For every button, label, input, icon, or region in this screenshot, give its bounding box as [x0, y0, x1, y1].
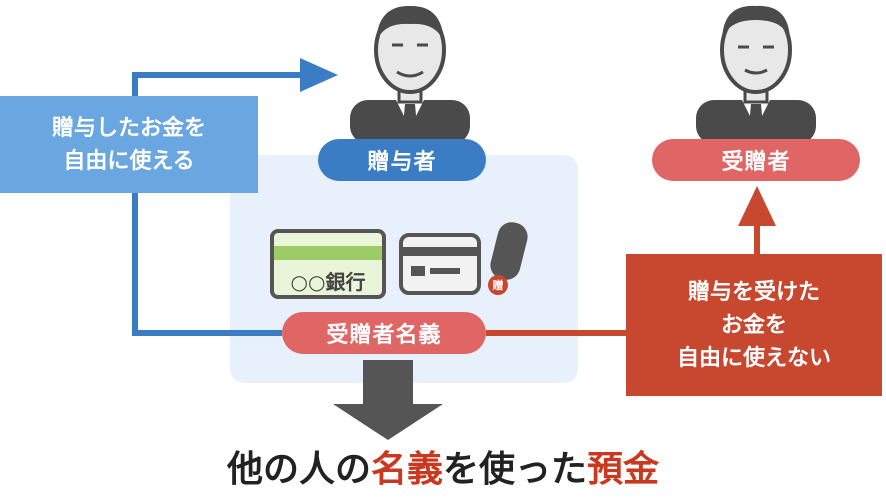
- donor-box-line1: 贈与したお金を: [51, 115, 206, 141]
- recipient-explanation-box: 贈与を受けた お金を 自由に使えない: [626, 254, 882, 396]
- blue-arrow-head: [300, 58, 338, 92]
- donor-box-line2: 自由に使える: [63, 148, 195, 174]
- seal-icon: [488, 222, 528, 295]
- account-name-label: 受贈者名義: [282, 312, 486, 354]
- down-arrow-head: [333, 404, 443, 440]
- down-arrow-shaft: [363, 360, 413, 404]
- recipient-box-line1: 贈与を受けた: [687, 279, 820, 305]
- title-part2: を使った: [443, 449, 588, 490]
- seal-text: 贈: [493, 278, 504, 292]
- recipient-box-line3: 自由に使えない: [676, 345, 831, 371]
- recipient-label: 受贈者: [652, 139, 860, 181]
- donor-label: 贈与者: [318, 139, 486, 181]
- recipient-box-line2: お金を: [720, 312, 787, 338]
- bankbook-icon: [270, 229, 386, 299]
- title-highlight2: 預金: [587, 449, 660, 490]
- title-highlight1: 名義: [370, 449, 443, 490]
- diagram-title: 他の人の名義を使った預金: [0, 440, 886, 492]
- donor-explanation-box: 贈与したお金を 自由に使える: [0, 96, 258, 193]
- bankbook-text: ○○銀行: [291, 270, 366, 294]
- blue-flow-line: [132, 72, 300, 336]
- cash-card-icon: [399, 233, 481, 295]
- red-arrow-head: [738, 186, 776, 226]
- recipient-person-icon: [696, 5, 816, 144]
- title-part1: 他の人の: [226, 449, 371, 490]
- donor-person-icon: [350, 5, 470, 144]
